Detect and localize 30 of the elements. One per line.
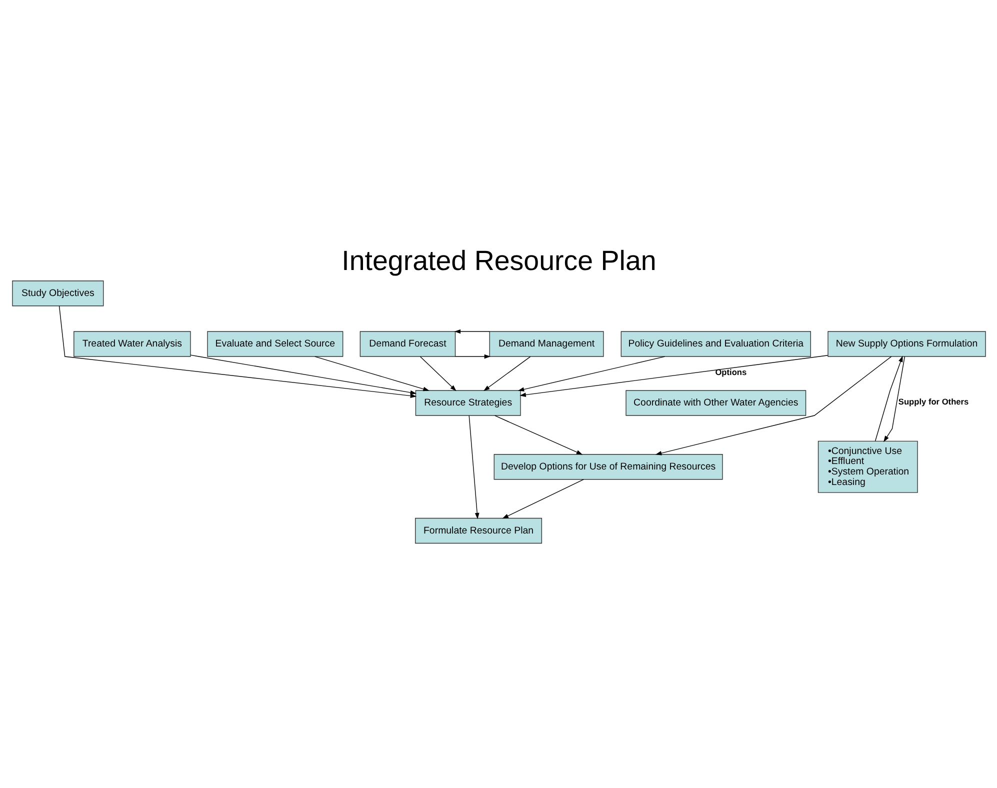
- arrow: [494, 415, 582, 455]
- edge-label: Options: [714, 366, 746, 377]
- arrow: [468, 415, 479, 520]
- node-box: Study Objectives: [12, 280, 104, 306]
- arrow: [519, 355, 828, 397]
- edge-label: Supply for Others: [898, 396, 968, 406]
- arrow: [483, 356, 530, 392]
- node-box: Coordinate with Other Water Agencies: [625, 390, 806, 416]
- arrow: [517, 356, 665, 392]
- arrow: [454, 354, 490, 359]
- arrow: [883, 356, 905, 442]
- node-box: Treated Water Analysis: [73, 331, 190, 357]
- node-box: •Conjunctive Use •Effluent •System Operation •Leasing: [817, 440, 918, 493]
- arrow: [419, 356, 456, 392]
- arrow: [314, 356, 429, 392]
- diagram-title: Integrated Resource Plan: [341, 244, 656, 276]
- arrow: [190, 354, 416, 395]
- node-box: Develop Options for Use of Remaining Resources: [493, 454, 722, 480]
- node-box: Policy Guidelines and Evaluation Criteria: [620, 331, 810, 357]
- arrow: [874, 356, 902, 442]
- node-box: Resource Strategies: [414, 390, 520, 416]
- arrow: [654, 356, 892, 456]
- node-box: New Supply Options Formulation: [827, 331, 986, 357]
- arrow: [502, 479, 584, 519]
- arrow: [454, 329, 490, 334]
- arrow: [58, 306, 416, 398]
- node-box: Demand Forecast: [359, 331, 456, 357]
- node-box: Demand Management: [488, 331, 604, 357]
- node-box: Evaluate and Select Source: [206, 331, 343, 357]
- node-box: Formulate Resource Plan: [414, 518, 542, 544]
